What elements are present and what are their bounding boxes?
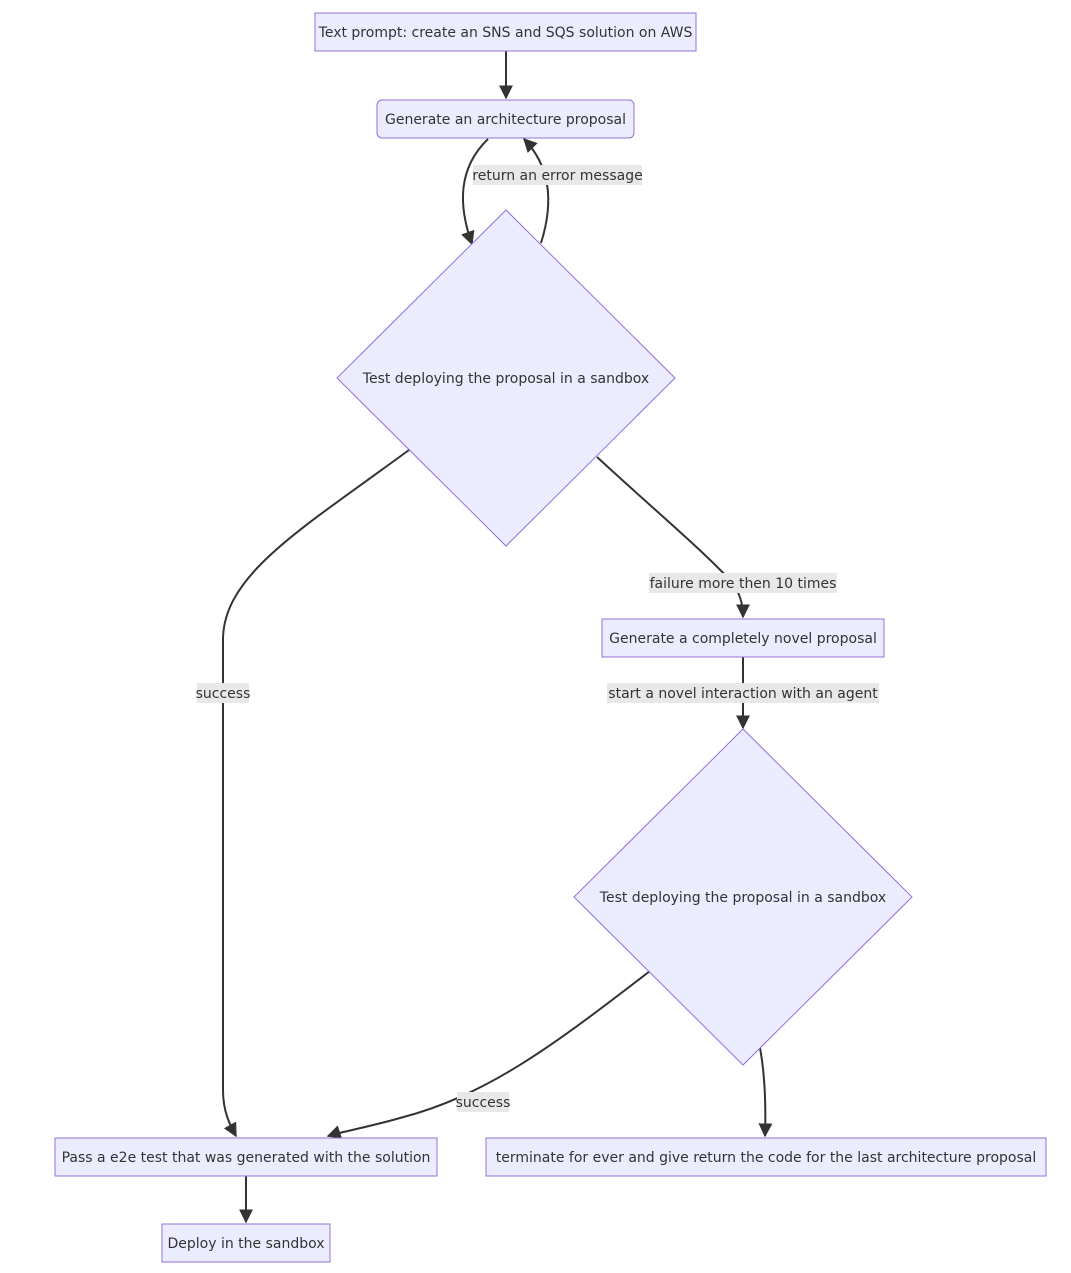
node-novel-proposal: Generate a completely novel proposal (601, 618, 885, 658)
decision-test-deploy-1-label: Test deploying the proposal in a sandbox (362, 371, 649, 387)
edge-label-success-2-text: success (456, 1095, 511, 1111)
edge-label-return-error: return an error message (472, 165, 643, 185)
edge-label-return-error-text: return an error message (472, 168, 642, 184)
edge-test1-to-e2e (222, 449, 410, 1138)
edge-label-success-1-text: success (196, 686, 251, 702)
edge-label-success-2: success (456, 1092, 511, 1112)
node-generate-proposal: Generate an architecture proposal (376, 99, 635, 139)
edge-label-failure-text: failure more then 10 times (650, 576, 837, 592)
node-generate-proposal-label: Generate an architecture proposal (385, 112, 626, 128)
node-e2e-test-label: Pass a e2e test that was generated with … (62, 1150, 431, 1166)
edge-generate-to-test1 (461, 138, 489, 246)
edge-test2-to-e2e (326, 970, 651, 1139)
node-deploy-sandbox: Deploy in the sandbox (161, 1223, 331, 1263)
decision-test-deploy-1: Test deploying the proposal in a sandbox (336, 209, 676, 547)
edge-label-success-1: success (196, 683, 251, 703)
node-terminate-label: terminate for ever and give return the c… (496, 1150, 1036, 1166)
decision-test-deploy-2-label: Test deploying the proposal in a sandbox (599, 890, 886, 906)
node-text-prompt-label: Text prompt: create an SNS and SQS solut… (318, 25, 693, 41)
node-text-prompt: Text prompt: create an SNS and SQS solut… (314, 12, 697, 52)
edge-test2-to-terminate (758, 1047, 773, 1138)
edge-test1-to-generate (523, 137, 550, 244)
node-e2e-test: Pass a e2e test that was generated with … (54, 1137, 438, 1177)
edge-test1-to-novel (596, 456, 750, 619)
edge-label-start-novel-text: start a novel interaction with an agent (608, 686, 878, 702)
node-novel-proposal-label: Generate a completely novel proposal (609, 631, 877, 647)
node-deploy-sandbox-label: Deploy in the sandbox (167, 1236, 324, 1252)
edge-label-failure: failure more then 10 times (649, 573, 837, 593)
edge-label-start-novel: start a novel interaction with an agent (607, 683, 879, 703)
node-terminate: terminate for ever and give return the c… (485, 1137, 1047, 1177)
decision-test-deploy-2: Test deploying the proposal in a sandbox (573, 728, 913, 1066)
